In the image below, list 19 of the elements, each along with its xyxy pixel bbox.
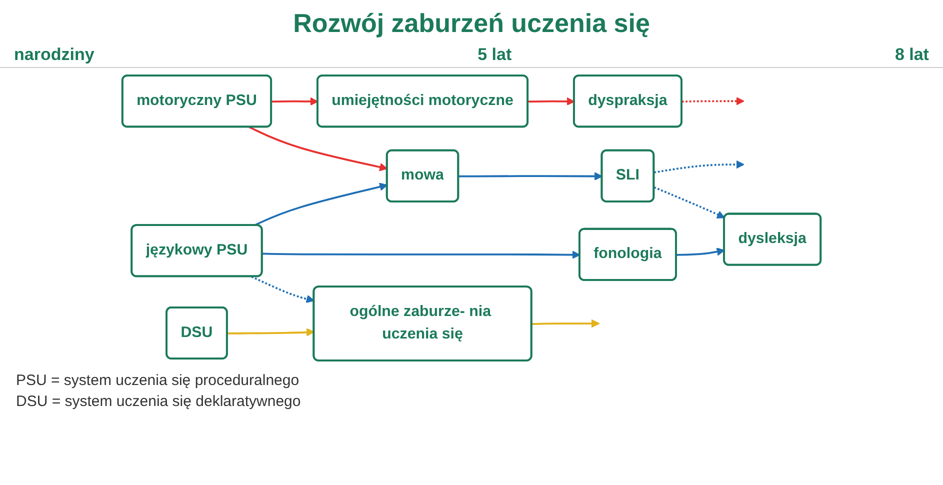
arrow	[676, 248, 725, 256]
arrow	[532, 319, 600, 328]
arrow	[248, 126, 388, 172]
arrow	[272, 97, 318, 106]
footnote: DSU = system uczenia się deklaratywnego	[16, 393, 302, 410]
timeline-label: 8 lat	[894, 45, 929, 65]
arrow	[262, 250, 580, 259]
timeline-label: 5 lat	[478, 45, 512, 65]
arrow	[654, 160, 744, 174]
arrow	[251, 276, 315, 303]
arrow	[254, 182, 388, 226]
arrow	[227, 328, 315, 336]
arrow	[654, 186, 726, 218]
footnote: PSU = system uczenia się proceduralnego	[16, 372, 300, 389]
timeline-label: narodziny	[14, 45, 94, 65]
arrow	[682, 96, 744, 106]
diagram-title: Rozwój zaburzeń uczenia się	[292, 8, 651, 39]
arrow	[458, 172, 603, 180]
arrow	[528, 97, 575, 106]
